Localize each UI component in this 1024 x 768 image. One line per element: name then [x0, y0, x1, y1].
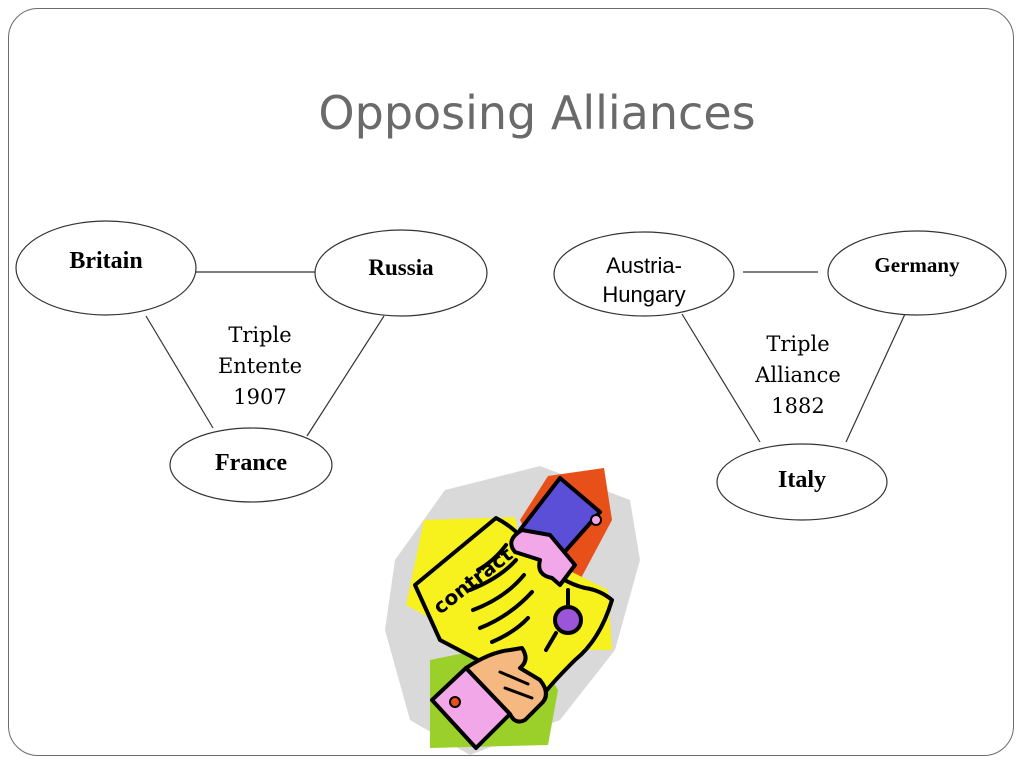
- paper-line: [476, 543, 508, 572]
- node-germany-label: Germany: [874, 253, 960, 277]
- node-austria-hungary-label-line-2: Hungary: [602, 282, 685, 307]
- skin-hand: [464, 646, 548, 724]
- alliance-label-line-1: Triple: [766, 332, 829, 356]
- germany-italy-link: [845, 313, 906, 443]
- entente-label-line-1: Triple: [228, 323, 291, 347]
- entente-label-line-3: 1907: [233, 385, 286, 409]
- britain-france-link: [145, 315, 214, 429]
- triple-entente-label: Triple Entente 1907: [218, 323, 302, 409]
- node-austria-hungary: Austria- Hungary: [553, 231, 735, 317]
- node-russia-label: Russia: [368, 255, 434, 280]
- node-russia: Russia: [314, 229, 488, 317]
- alliance-label-line-3: 1882: [771, 394, 824, 418]
- node-france: France: [169, 427, 333, 503]
- russia-france-link: [306, 315, 385, 437]
- node-italy: Italy: [716, 443, 888, 521]
- paper-line: [478, 590, 534, 630]
- slide-title: Opposing Alliances: [318, 86, 756, 140]
- alliance-label-line-2: Alliance: [754, 363, 841, 387]
- node-france-label: France: [215, 450, 287, 476]
- austria-italy-link: [681, 313, 761, 443]
- triple-alliance-label: Triple Alliance 1882: [754, 332, 841, 418]
- pink-hand: [509, 528, 577, 587]
- seal-icon: [553, 605, 583, 635]
- entente-label-line-2: Entente: [218, 354, 302, 378]
- paper-line: [471, 573, 526, 612]
- node-italy-label: Italy: [778, 467, 826, 493]
- node-britain: Britain: [15, 220, 197, 316]
- node-austria-hungary-label-line-1: Austria-: [606, 253, 682, 278]
- node-germany: Germany: [827, 230, 1007, 316]
- node-britain-label: Britain: [69, 248, 142, 274]
- paper-line: [490, 616, 530, 644]
- paper-line: [468, 558, 518, 592]
- contract-handshake-clipart: contract: [385, 466, 640, 755]
